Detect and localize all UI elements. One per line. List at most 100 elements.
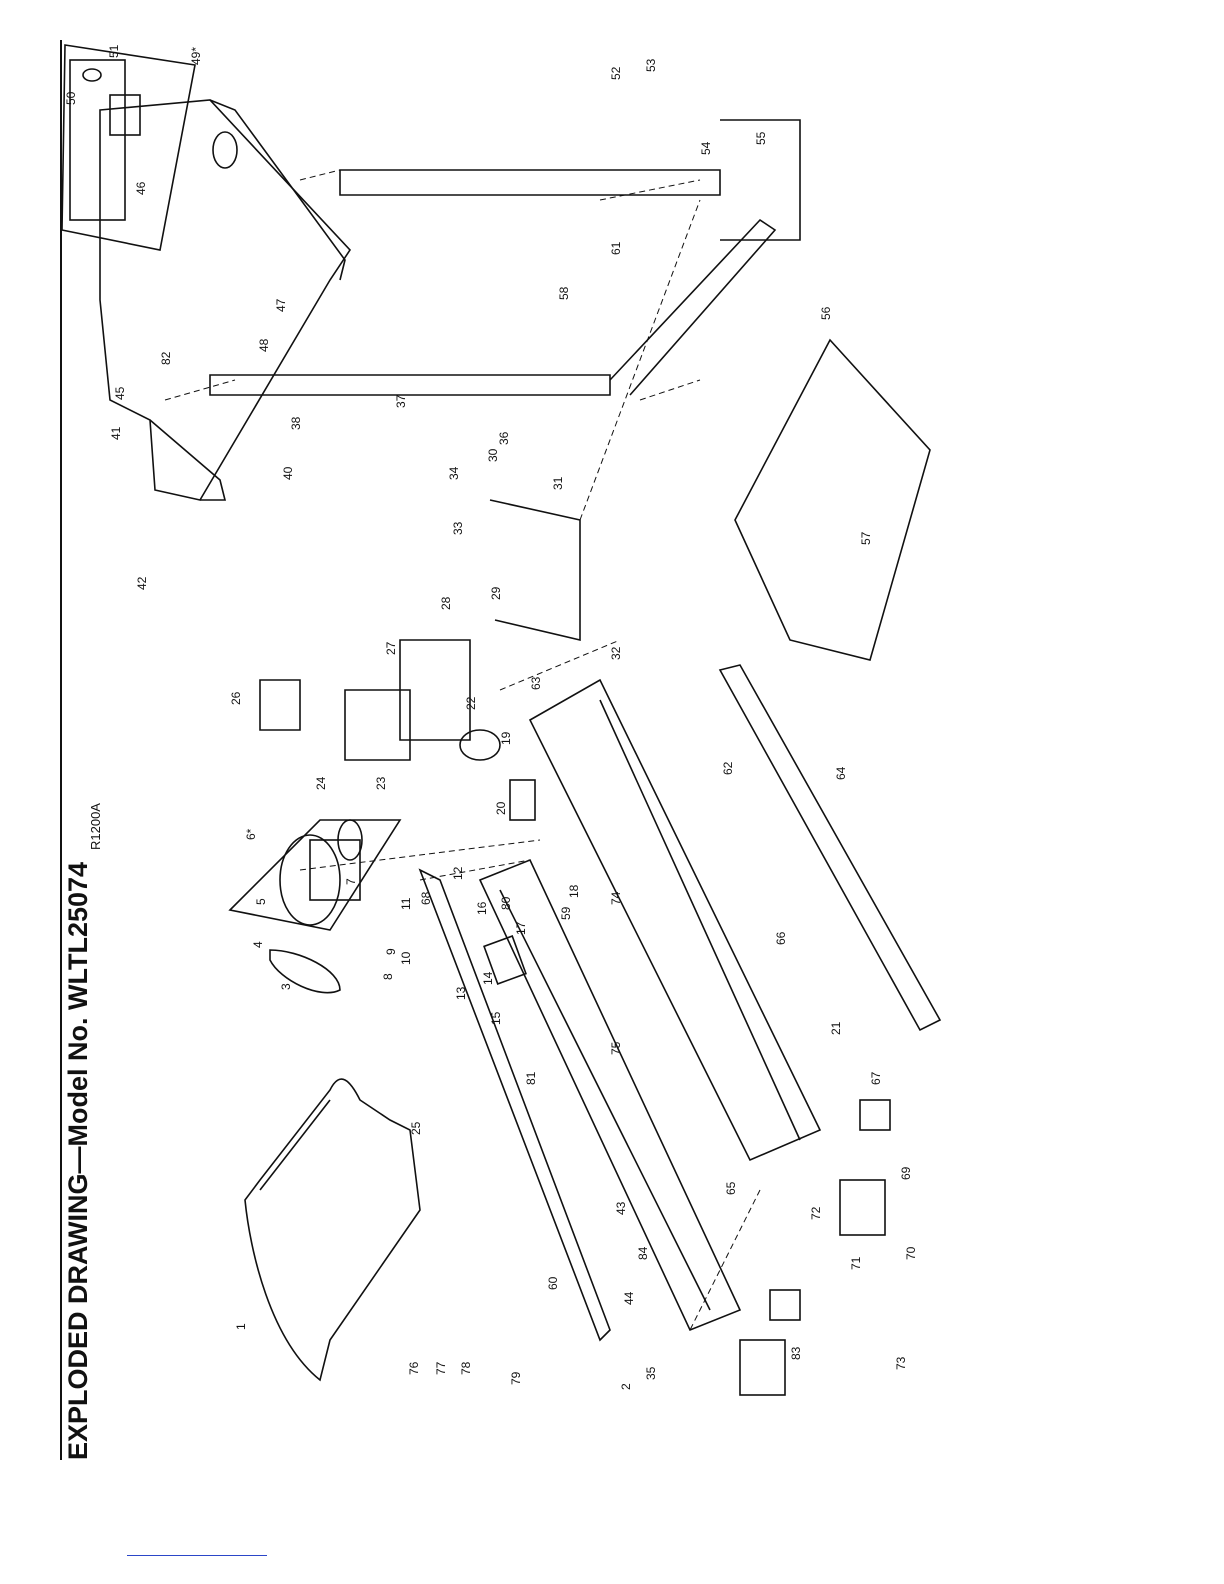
callout-14: 14: [481, 971, 495, 985]
callout-16: 16: [475, 901, 489, 915]
console-display-panel: [70, 60, 125, 220]
leader-lines: [165, 170, 760, 1330]
callout-57: 57: [859, 531, 873, 545]
callout-44: 44: [622, 1291, 636, 1305]
callout-40: 40: [281, 466, 295, 480]
callout-9: 9: [384, 948, 398, 955]
left-rear-endcap: [740, 1340, 785, 1395]
callout-19: 19: [499, 731, 513, 745]
callout-70: 70: [904, 1246, 918, 1260]
callout-15: 15: [489, 1011, 503, 1025]
callout-30: 30: [486, 448, 500, 462]
callout-50: 50: [64, 91, 78, 105]
motor-assembly: [230, 820, 400, 993]
callout-56: 56: [819, 306, 833, 320]
right-leveling-foot: [860, 1100, 890, 1130]
handrail-cap: [213, 132, 237, 168]
callout-7: 7: [344, 878, 358, 885]
callout-61: 61: [609, 241, 623, 255]
callout-17: 17: [514, 921, 528, 935]
base-pan-shell: [735, 340, 930, 660]
callout-63: 63: [529, 676, 543, 690]
callout-35: 35: [644, 1366, 658, 1380]
callout-8: 8: [381, 973, 395, 980]
callout-22: 22: [464, 696, 478, 710]
callout-12: 12: [451, 866, 465, 880]
callout-21: 21: [829, 1021, 843, 1035]
bottom-link-rule: [127, 1555, 267, 1556]
callout-48: 48: [257, 338, 271, 352]
callout-43: 43: [614, 1201, 628, 1215]
callout-74: 74: [609, 891, 623, 905]
right-upright: [340, 170, 720, 195]
callout-69: 69: [899, 1166, 913, 1180]
console-assembly: [62, 45, 350, 500]
callout-62: 62: [721, 761, 735, 775]
callout-28: 28: [439, 596, 453, 610]
isolation-transformer: [260, 680, 300, 730]
left-handrail: [150, 420, 225, 500]
callout-81: 81: [524, 1071, 538, 1085]
callout-24: 24: [314, 776, 328, 790]
callout-77: 77: [434, 1361, 448, 1375]
callout-82: 82: [159, 351, 173, 365]
deck-edge: [500, 890, 710, 1310]
callout-60: 60: [546, 1276, 560, 1290]
callout-3: 3: [279, 983, 293, 990]
controller-assembly: [260, 640, 535, 820]
callout-54: 54: [699, 141, 713, 155]
right-handrail: [210, 100, 345, 280]
callout-84: 84: [636, 1246, 650, 1260]
left-leveling-foot: [770, 1290, 800, 1320]
callout-23: 23: [374, 776, 388, 790]
callout-78: 78: [459, 1361, 473, 1375]
right-rear-endcap: [840, 1180, 885, 1235]
callout-67: 67: [869, 1071, 883, 1085]
left-base-leg: [490, 500, 580, 640]
callout-65: 65: [724, 1181, 738, 1195]
callout-55: 55: [754, 131, 768, 145]
callout-53: 53: [644, 58, 658, 72]
motor-hood: [245, 1079, 420, 1380]
callout-2: 2: [619, 1383, 633, 1390]
hood-shell: [245, 1079, 420, 1380]
left-side-rail: [420, 870, 610, 1340]
base-crossbar: [610, 220, 775, 395]
treadmill-frame: [420, 665, 940, 1340]
callout-47: 47: [274, 298, 288, 312]
callout-6: 6*: [244, 828, 258, 840]
callout-29: 29: [489, 586, 503, 600]
callout-80: 80: [499, 896, 513, 910]
callout-33: 33: [451, 521, 465, 535]
callout-13: 13: [454, 986, 468, 1000]
callout-10: 10: [399, 951, 413, 965]
callout-64: 64: [834, 766, 848, 780]
callout-1: 1: [234, 1323, 248, 1330]
callout-38: 38: [289, 416, 303, 430]
callout-76: 76: [407, 1361, 421, 1375]
callout-68: 68: [419, 891, 433, 905]
callout-42: 42: [135, 576, 149, 590]
callout-66: 66: [774, 931, 788, 945]
upright-frame: [210, 120, 800, 640]
callout-27: 27: [384, 641, 398, 655]
power-cord: [460, 730, 500, 760]
callout-51: 51: [107, 44, 121, 58]
callout-75: 75: [609, 1041, 623, 1055]
callout-4: 4: [251, 941, 265, 948]
callout-26: 26: [229, 691, 243, 705]
rear-end-caps: [740, 1100, 890, 1395]
callout-59: 59: [559, 906, 573, 920]
console-base: [100, 100, 350, 500]
callout-32: 32: [609, 646, 623, 660]
callout-49: 49*: [189, 47, 203, 65]
callout-72: 72: [809, 1206, 823, 1220]
callout-34: 34: [447, 466, 461, 480]
left-upright: [210, 375, 610, 395]
callout-83: 83: [789, 1346, 803, 1360]
callout-25: 25: [409, 1121, 423, 1135]
callout-36: 36: [497, 431, 511, 445]
